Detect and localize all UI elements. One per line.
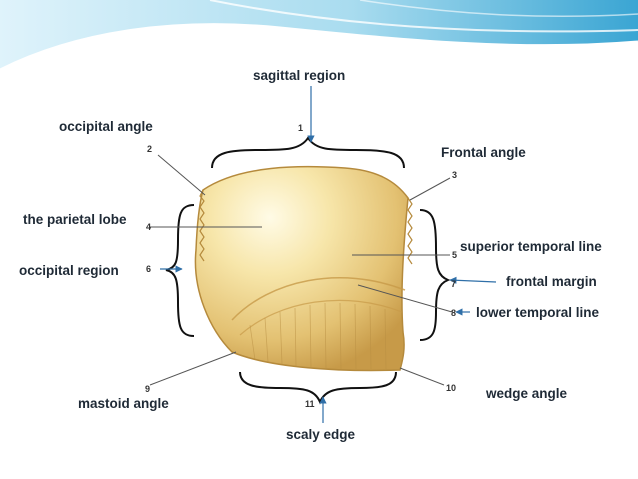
- brace-right: [419, 209, 451, 341]
- number-1: 1: [298, 123, 304, 133]
- leader-mastoid-angle: [149, 351, 237, 386]
- number-5: 5: [452, 250, 458, 260]
- label-wedge-angle: wedge angle: [486, 386, 568, 401]
- leader-occipital-angle: [157, 154, 206, 196]
- brace-left: [165, 204, 195, 337]
- pointer-arrows: [160, 86, 497, 423]
- number-3: 3: [452, 170, 458, 180]
- number-10: 10: [446, 383, 457, 393]
- label-sagittal-region: sagittal region: [253, 68, 346, 83]
- number-8: 8: [451, 308, 457, 318]
- number-4: 4: [146, 222, 152, 232]
- label-occipital-region: occipital region: [19, 263, 119, 278]
- leader-wedge-angle: [399, 367, 445, 386]
- label-frontal-angle: Frontal angle: [441, 145, 526, 160]
- arrow-frontal-margin: [449, 276, 497, 284]
- number-2: 2: [147, 144, 153, 154]
- leader-lower-temporal-line: [357, 284, 453, 313]
- leader-lines: [149, 154, 453, 386]
- label-mastoid-angle: mastoid angle: [78, 396, 169, 411]
- label-parietal-lobe: the parietal lobe: [23, 212, 127, 227]
- parietal-bone-illustration: [194, 165, 413, 372]
- label-scaly-edge: scaly edge: [286, 427, 356, 442]
- number-11: 11: [305, 399, 315, 409]
- label-superior-temporal-line: superior temporal line: [460, 239, 602, 254]
- leader-frontal-angle: [409, 177, 451, 201]
- label-lower-temporal-line: lower temporal line: [476, 305, 600, 320]
- number-6: 6: [146, 264, 152, 274]
- label-occipital-angle: occipital angle: [59, 119, 153, 134]
- number-7: 7: [451, 279, 457, 289]
- number-9: 9: [145, 384, 151, 394]
- label-frontal-margin: frontal margin: [506, 274, 597, 289]
- header-decoration: [0, 0, 638, 72]
